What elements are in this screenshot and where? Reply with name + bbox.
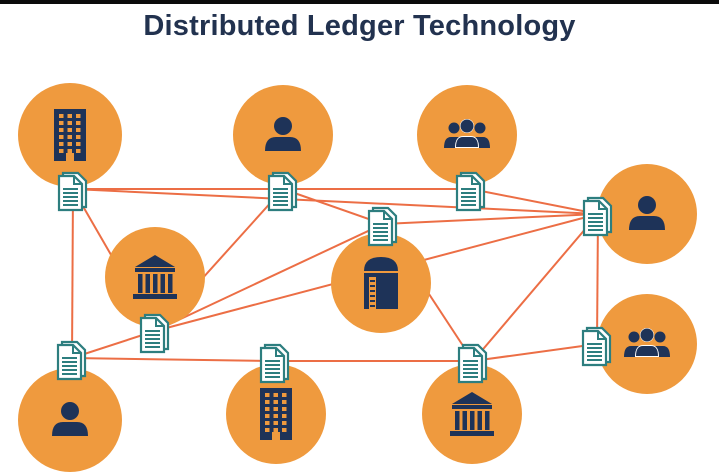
bank-icon	[133, 255, 177, 299]
ledger-document-icon	[581, 326, 612, 367]
user-icon	[265, 117, 301, 151]
ledger-link	[382, 213, 599, 225]
network-node	[597, 164, 697, 264]
user-icon	[629, 196, 665, 230]
ledger-document-icon	[259, 343, 290, 384]
network-nodes	[18, 83, 697, 472]
ledger-link	[472, 213, 599, 362]
network-node	[233, 85, 333, 185]
ledger-link	[71, 188, 74, 359]
network-node	[422, 364, 522, 464]
node-circle	[417, 85, 517, 185]
network-node	[226, 364, 326, 464]
ledger-document-icon	[582, 196, 613, 237]
ledger-link	[282, 188, 384, 225]
ledger-documents	[56, 171, 613, 384]
node-circle	[597, 294, 697, 394]
ledger-link	[472, 343, 598, 362]
network-node	[18, 368, 122, 472]
user-group-icon	[624, 328, 670, 357]
network-node	[18, 83, 122, 187]
office-building-icon	[54, 109, 86, 161]
ledger-document-icon	[455, 171, 486, 212]
ledger-document-icon	[57, 171, 88, 212]
storage-silo-icon	[364, 257, 398, 309]
ledger-document-icon	[457, 343, 488, 384]
diagram-title: Distributed Ledger Technology	[143, 10, 576, 42]
office-building-icon	[260, 388, 292, 440]
ledger-document-icon	[367, 206, 398, 247]
user-group-icon	[444, 119, 490, 148]
bank-icon	[450, 392, 494, 436]
network-node	[417, 85, 517, 185]
ledger-document-icon	[139, 313, 170, 354]
ledger-document-icon	[56, 340, 87, 381]
user-icon	[52, 402, 88, 436]
network-node	[105, 227, 205, 327]
ledger-link	[470, 188, 599, 215]
top-edge-bar	[0, 0, 719, 4]
ledger-document-icon	[267, 171, 298, 212]
ledger-link	[71, 357, 276, 362]
network-node	[597, 294, 697, 394]
ledger-link	[154, 223, 384, 332]
network-node	[331, 233, 431, 333]
ledger-link	[72, 188, 599, 215]
